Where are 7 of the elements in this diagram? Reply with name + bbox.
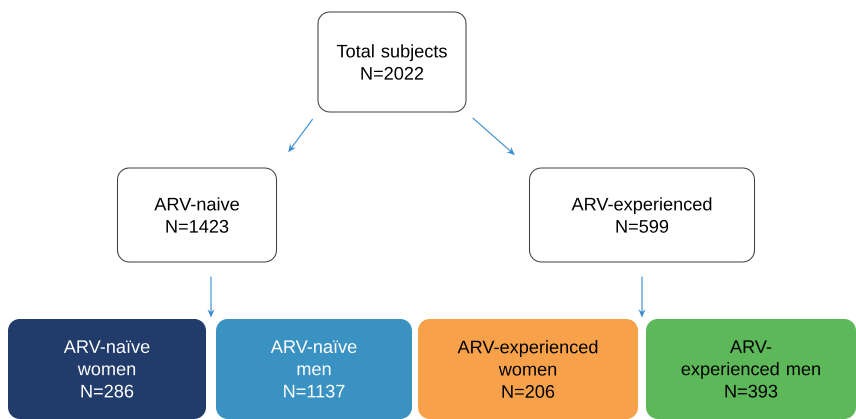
group-box: ARV-naïve men N=1137 (216, 318, 412, 419)
group-box: ARV-naïve women N=286 (8, 318, 206, 419)
flow-box: ARV-experienced N=599 (528, 167, 756, 263)
flow-box: Total subjects N=2022 (317, 11, 467, 113)
group-box: ARV-experienced women N=206 (418, 318, 638, 419)
flow-box: ARV-naive N=1423 (116, 167, 278, 263)
group-box: ARV-experienced men N=393 (646, 318, 856, 419)
